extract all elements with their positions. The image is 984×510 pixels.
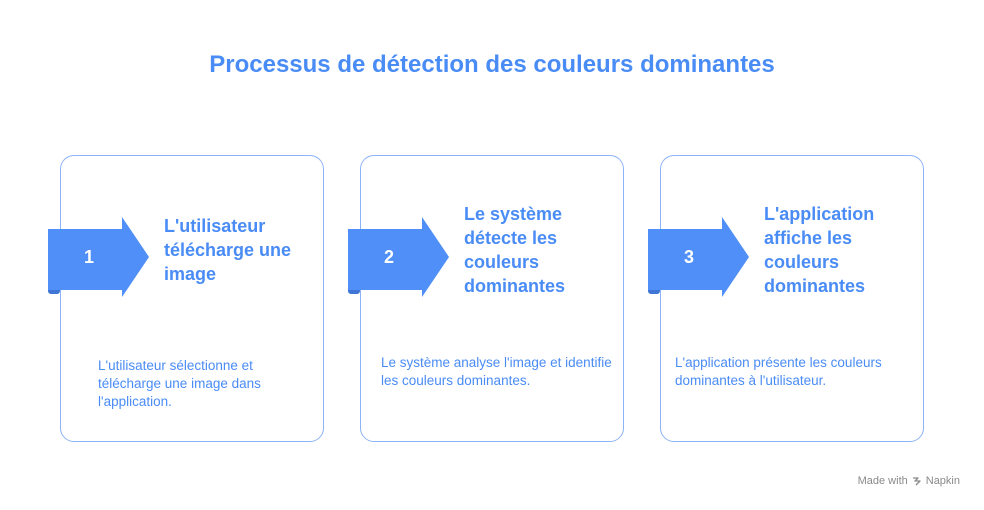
step-number: 1	[83, 246, 94, 267]
step-card-3	[660, 155, 924, 442]
step-arrow-3: 3	[646, 216, 750, 298]
step-description-2: Le système analyse l'image et identifie …	[381, 355, 612, 388]
step-card-2	[360, 155, 624, 442]
arrow-shape-icon	[648, 217, 749, 297]
step-heading-2: Le système détecte les couleurs dominant…	[464, 204, 566, 296]
arrow-shape-icon	[348, 217, 449, 297]
arrow-shape-icon	[48, 217, 149, 297]
made-with-label: Made with	[857, 475, 908, 487]
step-arrow-2: 2	[346, 216, 450, 298]
step-heading-3: L'application affiche les couleurs domin…	[764, 204, 875, 296]
napkin-logo-icon	[912, 477, 921, 486]
step-heading-1: L'utilisateur télécharge une image	[164, 216, 292, 284]
step-arrow-1: 1	[46, 216, 150, 298]
diagram-title: Processus de détection des couleurs domi…	[209, 51, 775, 78]
step-number: 2	[383, 246, 394, 267]
step-card-1	[60, 155, 324, 442]
napkin-brand-label: Napkin	[925, 475, 960, 487]
made-with-napkin-badge[interactable]: Made with Napkin	[858, 475, 960, 487]
step-description-3: L'application présente les couleurs domi…	[675, 355, 882, 388]
step-number: 3	[683, 246, 694, 267]
step-description-1: L'utilisateur sélectionne et télécharge …	[98, 358, 261, 409]
